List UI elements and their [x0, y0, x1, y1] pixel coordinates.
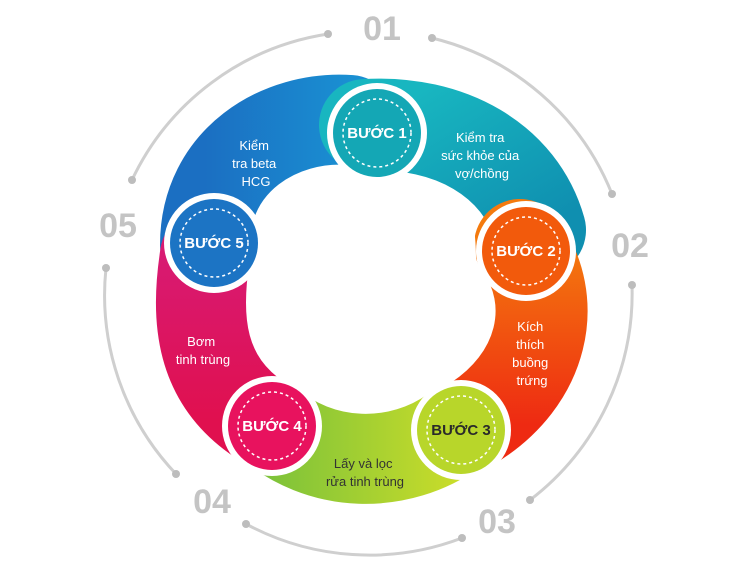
badge-step-3: BƯỚC 3: [411, 380, 511, 480]
step-desc-4: Bơm tinh trùng: [176, 334, 230, 367]
badge-label-4: BƯỚC 4: [242, 417, 302, 435]
step-desc-5: Kiểm tra beta HCG: [232, 138, 280, 189]
step-desc-2: Kích thích buồng trứng: [512, 319, 552, 388]
step-number-5: 05: [99, 207, 137, 245]
badge-label-1: BƯỚC 1: [347, 124, 406, 142]
step-number-3: 03: [478, 503, 516, 541]
step-desc-1: Kiểm tra sức khỏe của vợ/chồng: [441, 130, 523, 181]
badge-step-4: BƯỚC 4: [222, 376, 322, 476]
step-number-2: 02: [611, 227, 649, 265]
outer-arc-5: [130, 32, 330, 182]
badge-label-2: BƯỚC 2: [496, 242, 555, 260]
step-desc-3: Lấy và lọc rửa tinh trùng: [326, 456, 404, 489]
badge-step-2: BƯỚC 2: [476, 201, 576, 301]
outer-arc-3: [244, 522, 464, 557]
outer-ring-dots: [102, 30, 636, 542]
step-number-4: 04: [193, 483, 231, 521]
badge-label-3: BƯỚC 3: [431, 421, 490, 439]
step-number-1: 01: [363, 10, 401, 48]
badge-step-1: BƯỚC 1: [327, 83, 427, 183]
badge-label-5: BƯỚC 5: [184, 234, 243, 252]
outer-arc-2: [528, 283, 634, 502]
badge-step-5: BƯỚC 5: [164, 193, 264, 293]
outer-arc-1: [430, 36, 614, 196]
inner-hole: [280, 180, 476, 388]
outer-ring: [103, 32, 634, 557]
outer-arc-4: [103, 266, 178, 476]
